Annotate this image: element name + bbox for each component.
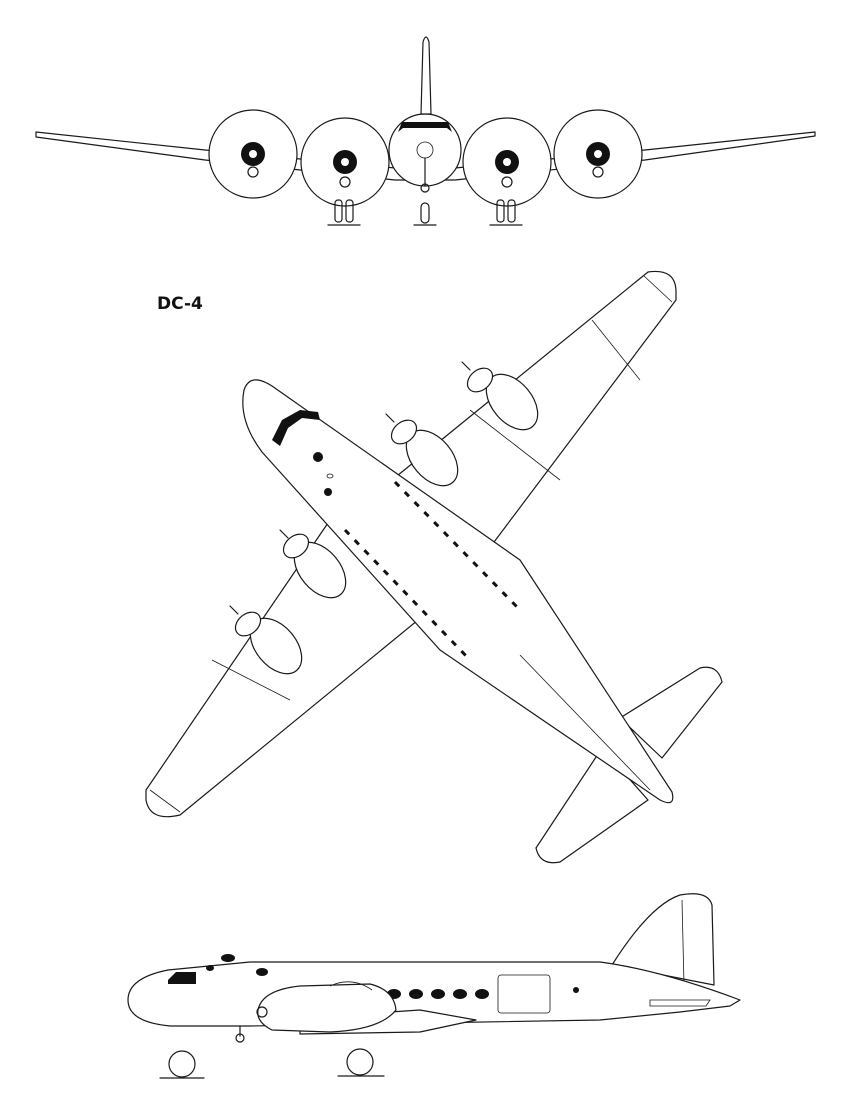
model-label: DC-4 [157, 294, 203, 314]
top-engine-2 [385, 413, 459, 487]
front-cockpit-windows [398, 122, 452, 132]
top-fuselage [242, 379, 674, 804]
side-cabin-windows [206, 954, 579, 999]
side-fin [611, 893, 715, 986]
side-view [127, 893, 741, 1079]
front-engine-inner-left [300, 117, 390, 207]
top-cockpit-windows [272, 410, 320, 446]
front-view [35, 36, 816, 226]
side-main-gear-rear [337, 1048, 385, 1077]
front-engine-outer-right [553, 109, 643, 199]
top-engine-1 [461, 361, 539, 431]
front-engine-inner-right [462, 117, 552, 207]
top-fuselage-windows [343, 528, 472, 662]
front-main-gear-right [489, 199, 523, 226]
side-cargo-door [497, 974, 551, 1014]
side-cockpit-windows [168, 972, 196, 984]
front-engine-outer-left [208, 109, 298, 199]
side-nose-gear [235, 1025, 245, 1043]
side-engine-nacelle [257, 983, 397, 1033]
top-view [145, 270, 723, 864]
front-main-gear-left [327, 199, 361, 226]
front-fin [420, 36, 432, 115]
side-main-gear-front [159, 1050, 205, 1079]
top-tail-upper [619, 666, 723, 759]
top-tail-lower [535, 747, 649, 864]
top-engine-4 [229, 605, 303, 675]
top-engine-3 [279, 529, 347, 599]
